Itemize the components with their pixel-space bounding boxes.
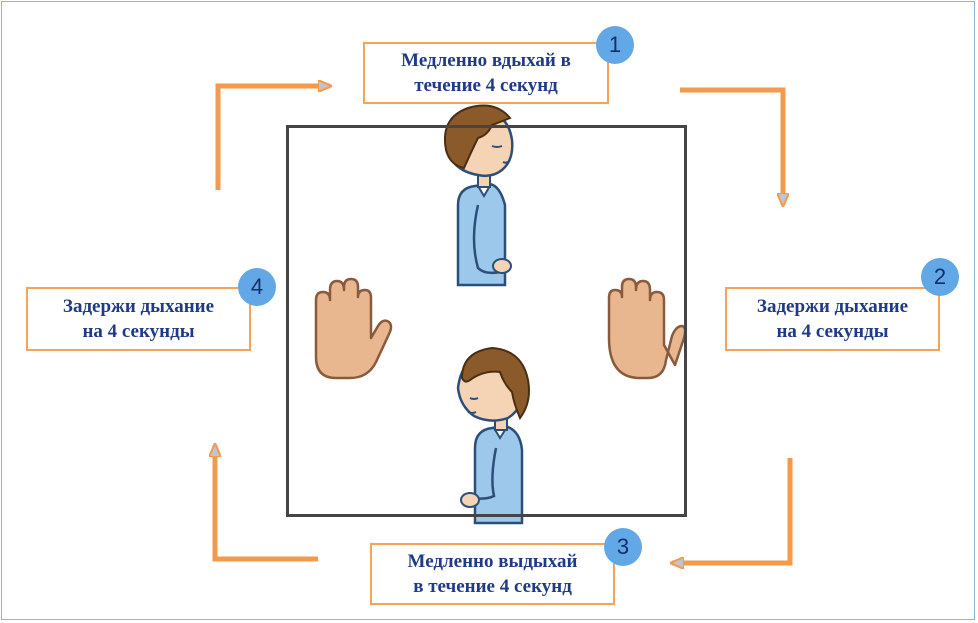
person-exhale-icon: [456, 346, 530, 525]
step-2-badge: 2: [921, 258, 959, 296]
step-1-badge: 1: [596, 26, 634, 64]
step-3-badge: 3: [604, 528, 642, 566]
person-inhale-icon: [444, 104, 514, 287]
step-4-line1: Задержи дыхание: [62, 296, 215, 317]
arrow-bottom-left: [215, 445, 318, 562]
step-2-label: Задержи дыхание на 4 секунды: [725, 287, 940, 351]
arrow-bottom-right: [672, 458, 793, 563]
hand-left-icon: [314, 277, 393, 380]
hand-right-icon: [607, 277, 687, 380]
step-4-badge: 4: [238, 268, 276, 306]
breathing-square: [286, 125, 687, 517]
arrow-top-right: [680, 87, 783, 205]
step-2-line1: Задержи дыхание: [756, 296, 909, 317]
step-2-line2: на 4 секунды: [776, 321, 889, 342]
step-1-line2: течение 4 секунд: [414, 75, 558, 96]
step-4-line2: на 4 секунды: [82, 321, 195, 342]
arrow-top-left: [215, 86, 330, 190]
step-1-label: Медленно вдыхай в течение 4 секунд: [363, 42, 609, 104]
step-4-label: Задержи дыхание на 4 секунды: [26, 287, 251, 351]
step-3-line2: в течение 4 секунд: [413, 576, 572, 597]
step-3-line1: Медленно выдыхай: [407, 551, 578, 572]
step-3-label: Медленно выдыхай в течение 4 секунд: [370, 543, 615, 605]
step-1-line1: Медленно вдыхай в: [401, 50, 571, 71]
